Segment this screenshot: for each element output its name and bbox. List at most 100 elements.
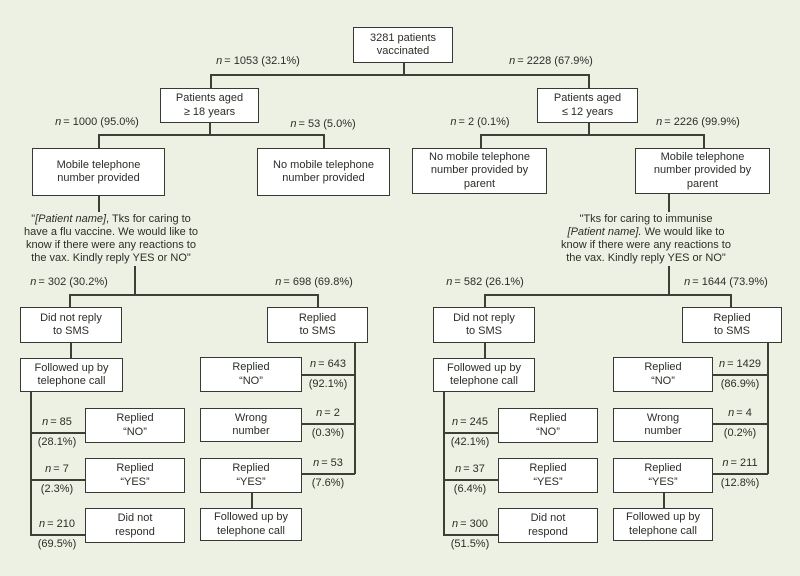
connector-line — [323, 134, 325, 148]
node-adult-phone-replied-no: Replied “NO” — [85, 408, 185, 443]
percent-label: (51.5%) — [450, 538, 490, 550]
node-child-phone-no-response: Did not respond — [498, 508, 598, 543]
sms-message-line: the vax. Kindly reply YES or NO" — [566, 252, 726, 264]
count-label: n= 2 — [316, 407, 340, 419]
node-adult-yes-followup-call: Followed up by telephone call — [200, 508, 302, 541]
connector-line — [210, 74, 212, 88]
connector-line — [209, 123, 211, 135]
count-label: n= 245 — [452, 416, 488, 428]
percent-label: (69.5%) — [37, 538, 77, 550]
connector-line — [302, 423, 355, 425]
connector-line — [713, 423, 768, 425]
node-child-phone-replied-yes: Replied “YES” — [498, 458, 598, 493]
connector-line — [302, 374, 355, 376]
connector-line — [30, 432, 85, 434]
node-adult-phone-no-response: Did not respond — [85, 508, 185, 543]
connector-line — [354, 343, 356, 474]
connector-line — [403, 63, 405, 74]
node-child-sms-replied-no: Replied “NO” — [613, 357, 713, 392]
sms-message-line: know if there were any reactions to — [561, 239, 731, 251]
connector-line — [663, 493, 665, 508]
connector-line — [668, 194, 670, 212]
edge-label-adult-no-mobile: n= 53 (5.0%) — [290, 118, 356, 130]
connector-line — [443, 534, 498, 536]
count-label: n= 85 — [42, 416, 72, 428]
connector-line — [317, 294, 319, 307]
connector-line — [588, 123, 590, 135]
connector-line — [480, 134, 704, 136]
node-child-sms-replied-yes: Replied “YES” — [613, 458, 713, 493]
connector-line — [730, 294, 732, 307]
sms-message-line: have a flu vaccine. We would like to — [23, 226, 199, 238]
connector-line — [484, 294, 486, 307]
percent-label: (28.1%) — [37, 436, 77, 448]
node-child-wrong-number: Wrong number — [613, 408, 713, 442]
edge-label-aged-18: n= 1053 (32.1%) — [216, 55, 300, 67]
count-label: n= 1429 — [718, 358, 762, 370]
percent-label: (2.3%) — [40, 483, 74, 495]
node-child-followup-call: Followed up by telephone call — [433, 358, 535, 392]
connector-line — [134, 266, 136, 295]
connector-line — [302, 473, 355, 475]
node-aged-12-under: Patients aged ≤ 12 years — [537, 88, 638, 123]
connector-line — [443, 392, 445, 535]
sms-message-line: "Tks for caring to immunise — [579, 213, 713, 225]
percent-label: (0.3%) — [311, 427, 345, 439]
connector-line — [713, 374, 768, 376]
connector-line — [703, 134, 705, 148]
edge-label-adult-replied: n= 698 (69.8%) — [275, 276, 353, 288]
sms-message-children: "Tks for caring to immunise [Patient nam… — [547, 213, 745, 265]
connector-line — [30, 479, 85, 481]
node-adult-followup-call: Followed up by telephone call — [20, 358, 123, 392]
edge-label-aged-12: n= 2228 (67.9%) — [509, 55, 593, 67]
connector-line — [480, 134, 482, 148]
node-child-mobile-parent: Mobile telephone number provided by pare… — [635, 148, 770, 194]
node-adult-did-not-reply: Did not reply to SMS — [20, 307, 122, 343]
percent-label: (86.9%) — [720, 378, 760, 390]
connector-line — [98, 196, 100, 212]
node-child-phone-replied-no: Replied “NO” — [498, 408, 598, 443]
connector-line — [484, 343, 486, 358]
count-label: n= 4 — [728, 407, 752, 419]
percent-label: (42.1%) — [450, 436, 490, 448]
sms-message-line: know if there were any reactions to — [26, 239, 196, 251]
node-adult-wrong-number: Wrong number — [200, 408, 302, 442]
connector-line — [98, 134, 324, 136]
connector-line — [70, 343, 72, 358]
edge-label-adult-mobile: n= 1000 (95.0%) — [55, 116, 139, 128]
connector-line — [713, 473, 768, 475]
count-label: n= 37 — [455, 463, 485, 475]
node-child-did-not-reply: Did not reply to SMS — [433, 307, 535, 343]
sms-message-adults: "[Patient name], Tks for caring to have … — [12, 213, 210, 265]
sms-message-line: the vax. Kindly reply YES or NO" — [31, 252, 191, 264]
count-label: n= 643 — [310, 358, 346, 370]
node-adult-sms-replied-no: Replied “NO” — [200, 357, 302, 392]
sms-message-line: "[Patient name], Tks for caring to — [31, 213, 191, 225]
connector-line — [443, 432, 498, 434]
node-adult-mobile-provided: Mobile telephone number provided — [32, 148, 165, 196]
percent-label: (92.1%) — [308, 378, 348, 390]
node-adult-no-mobile: No mobile telephone number provided — [257, 148, 390, 196]
edge-label-child-mobile: n= 2226 (99.9%) — [656, 116, 740, 128]
count-label: n= 53 — [313, 457, 343, 469]
connector-line — [767, 343, 769, 474]
percent-label: (6.4%) — [453, 483, 487, 495]
node-adult-phone-replied-yes: Replied “YES” — [85, 458, 185, 493]
connector-line — [69, 294, 71, 307]
edge-label-adult-no-reply: n= 302 (30.2%) — [30, 276, 108, 288]
percent-label: (12.8%) — [720, 477, 760, 489]
node-child-yes-followup-call: Followed up by telephone call — [613, 508, 713, 541]
count-label: n= 211 — [722, 457, 758, 469]
edge-label-child-no-mobile: n= 2 (0.1%) — [450, 116, 510, 128]
count-label: n= 210 — [39, 518, 75, 530]
node-total-vaccinated: 3281 patients vaccinated — [353, 27, 453, 63]
connector-line — [251, 493, 253, 508]
sms-message-line: [Patient name]. We would like to — [567, 226, 725, 238]
percent-label: (7.6%) — [311, 477, 345, 489]
edge-label-child-no-reply: n= 582 (26.1%) — [446, 276, 524, 288]
connector-line — [30, 392, 32, 535]
node-child-replied-sms: Replied to SMS — [682, 307, 782, 343]
connector-line — [443, 479, 498, 481]
connector-line — [98, 134, 100, 148]
